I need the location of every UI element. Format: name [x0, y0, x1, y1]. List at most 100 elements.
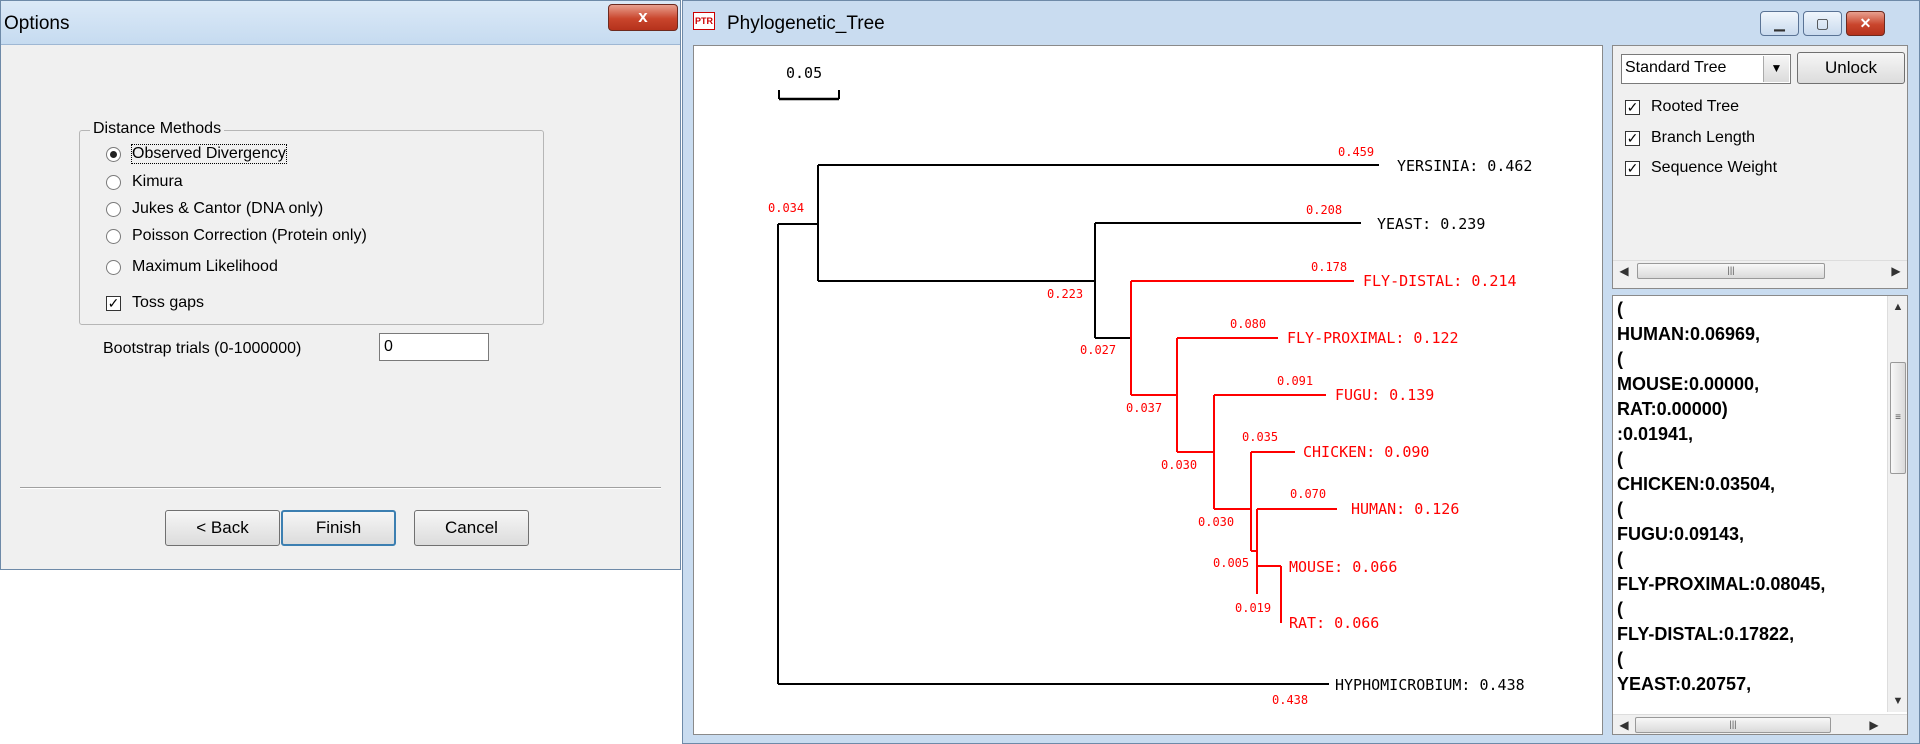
- checkbox-label: Sequence Weight: [1651, 159, 1778, 176]
- cancel-button[interactable]: Cancel: [414, 510, 529, 546]
- newick-line: CHICKEN:0.03504,: [1617, 474, 1776, 494]
- maximize-icon[interactable]: ▢: [1803, 11, 1842, 36]
- newick-line: (: [1617, 349, 1623, 369]
- newick-line: FLY-PROXIMAL:0.08045,: [1617, 574, 1826, 594]
- phylogenetic-tree-window: PTR Phylogenetic_Tree ▁ ▢ ✕ 0.05: [682, 0, 1920, 744]
- options-title-bar[interactable]: Options x: [1, 1, 680, 45]
- tree-type-select[interactable]: Standard Tree ▼: [1621, 54, 1791, 84]
- checkbox-box[interactable]: ✓: [1625, 160, 1640, 176]
- close-icon[interactable]: ✕: [1846, 11, 1885, 36]
- newick-vertical-scrollbar[interactable]: ▲ ≡ ▼: [1887, 296, 1907, 712]
- branch-length-rat: 0.019: [1235, 601, 1271, 615]
- radio-button[interactable]: [106, 229, 121, 244]
- side-panel: Standard Tree ▼ Unlock ✓ Rooted Tree ✓ B…: [1610, 45, 1910, 735]
- radio-label: Jukes & Cantor (DNA only): [132, 200, 324, 217]
- radio-button[interactable]: [106, 175, 121, 190]
- newick-line: FLY-DISTAL:0.17822,: [1617, 624, 1795, 644]
- checkbox-label: Rooted Tree: [1651, 98, 1740, 115]
- branch-length-chicken: 0.035: [1242, 430, 1278, 444]
- scrollbar-thumb[interactable]: |||: [1635, 717, 1831, 733]
- tree-canvas[interactable]: 0.05: [693, 45, 1603, 735]
- newick-line: MOUSE:0.00000,: [1617, 374, 1760, 394]
- tree-type-value: Standard Tree: [1625, 59, 1727, 76]
- radio-button[interactable]: [106, 147, 121, 162]
- divider: [20, 487, 661, 489]
- branch-length-clade-a: 0.034: [768, 201, 804, 215]
- newick-line: :0.01941,: [1617, 424, 1694, 444]
- newick-line: (: [1617, 649, 1623, 669]
- branch-length-mouse: 0.005: [1213, 556, 1249, 570]
- chevron-down-icon[interactable]: ▼: [1763, 56, 1789, 82]
- scroll-right-icon[interactable]: ▶: [1891, 264, 1901, 278]
- leaf-fly-distal: FLY-DISTAL: 0.214: [1363, 272, 1517, 290]
- bootstrap-label: Bootstrap trials (0-1000000): [103, 340, 302, 357]
- bootstrap-input[interactable]: [379, 333, 489, 361]
- scale-bar: 0.05: [778, 64, 840, 101]
- leaf-fugu: FUGU: 0.139: [1335, 386, 1434, 404]
- branch-length-clade-c: 0.027: [1080, 343, 1116, 357]
- tree-controls: Standard Tree ▼ Unlock ✓ Rooted Tree ✓ B…: [1612, 45, 1908, 289]
- branch-length-hyphomicrobium: 0.438: [1272, 693, 1308, 707]
- controls-horizontal-scrollbar[interactable]: ◀ ||| ▶: [1613, 260, 1907, 280]
- options-title: Options: [4, 13, 70, 34]
- newick-line: (: [1617, 599, 1623, 619]
- newick-line: (: [1617, 549, 1623, 569]
- scroll-left-icon[interactable]: ◀: [1619, 264, 1629, 278]
- radio-label: Maximum Likelihood: [132, 258, 278, 275]
- radio-label: Kimura: [132, 173, 183, 190]
- radio-button[interactable]: [106, 202, 121, 217]
- branch-length-yersinia: 0.459: [1338, 145, 1374, 159]
- branch-length-clade-f: 0.030: [1198, 515, 1234, 529]
- leaf-yeast: YEAST: 0.239: [1377, 215, 1485, 233]
- leaf-chicken: CHICKEN: 0.090: [1303, 443, 1429, 461]
- leaf-human: HUMAN: 0.126: [1351, 500, 1459, 518]
- branch-length-human: 0.070: [1290, 487, 1326, 501]
- newick-line: RAT:0.00000): [1617, 399, 1728, 419]
- minimize-icon[interactable]: ▁: [1760, 11, 1799, 36]
- branch-length-yeast: 0.208: [1306, 203, 1342, 217]
- newick-text-panel[interactable]: ( HUMAN:0.06969, ( MOUSE:0.00000, RAT:0.…: [1612, 295, 1908, 735]
- newick-horizontal-scrollbar[interactable]: ◀ ||| ▶: [1613, 714, 1907, 734]
- tree-window-title: Phylogenetic_Tree: [727, 13, 885, 34]
- checkbox-box[interactable]: ✓: [106, 295, 121, 311]
- branch-length-fly-distal: 0.178: [1311, 260, 1347, 274]
- distance-methods-title: Distance Methods: [90, 120, 225, 138]
- scrollbar-thumb[interactable]: |||: [1637, 263, 1825, 279]
- app-icon: PTR: [693, 12, 715, 30]
- leaf-fly-proximal: FLY-PROXIMAL: 0.122: [1287, 329, 1459, 347]
- unlock-button[interactable]: Unlock: [1797, 52, 1905, 84]
- radio-label: Poisson Correction (Protein only): [132, 227, 367, 244]
- branch-length-clade-b: 0.223: [1047, 287, 1083, 301]
- leaf-rat: RAT: 0.066: [1289, 614, 1379, 632]
- newick-line: YEAST:0.20757,: [1617, 674, 1752, 694]
- finish-button[interactable]: Finish: [281, 510, 396, 546]
- options-dialog: Options x Distance Methods Observed Dive…: [0, 0, 681, 570]
- newick-line: (: [1617, 499, 1623, 519]
- scale-label: 0.05: [786, 64, 822, 82]
- checkbox-box[interactable]: ✓: [1625, 99, 1640, 115]
- red-branches: [1130, 280, 1354, 623]
- options-close-button[interactable]: x: [608, 4, 678, 31]
- scroll-right-icon[interactable]: ▶: [1869, 718, 1879, 732]
- newick-line: (: [1617, 299, 1623, 319]
- checkbox-label: Toss gaps: [132, 294, 205, 311]
- scrollbar-thumb[interactable]: ≡: [1890, 362, 1906, 474]
- newick-text: ( HUMAN:0.06969, ( MOUSE:0.00000, RAT:0.…: [1617, 297, 1879, 697]
- back-button[interactable]: < Back: [165, 510, 280, 546]
- distance-methods-group: Distance Methods Observed Divergency Kim…: [79, 120, 544, 325]
- radio-label: Observed Divergency: [131, 144, 287, 164]
- scroll-up-icon[interactable]: ▲: [1892, 301, 1904, 313]
- black-branches: [777, 164, 1379, 685]
- checkbox-box[interactable]: ✓: [1625, 130, 1640, 146]
- branch-length-clade-d: 0.037: [1126, 401, 1162, 415]
- scroll-down-icon[interactable]: ▼: [1892, 695, 1904, 707]
- branch-length-fugu: 0.091: [1277, 374, 1313, 388]
- scroll-left-icon[interactable]: ◀: [1619, 718, 1629, 732]
- newick-line: HUMAN:0.06969,: [1617, 324, 1761, 344]
- tree-title-bar[interactable]: PTR Phylogenetic_Tree ▁ ▢ ✕: [683, 1, 1919, 45]
- leaf-yersinia: YERSINIA: 0.462: [1397, 157, 1532, 175]
- branch-length-clade-e: 0.030: [1161, 458, 1197, 472]
- checkbox-label: Branch Length: [1651, 129, 1756, 146]
- options-body: Distance Methods Observed Divergency Kim…: [8, 46, 673, 562]
- radio-button[interactable]: [106, 260, 121, 275]
